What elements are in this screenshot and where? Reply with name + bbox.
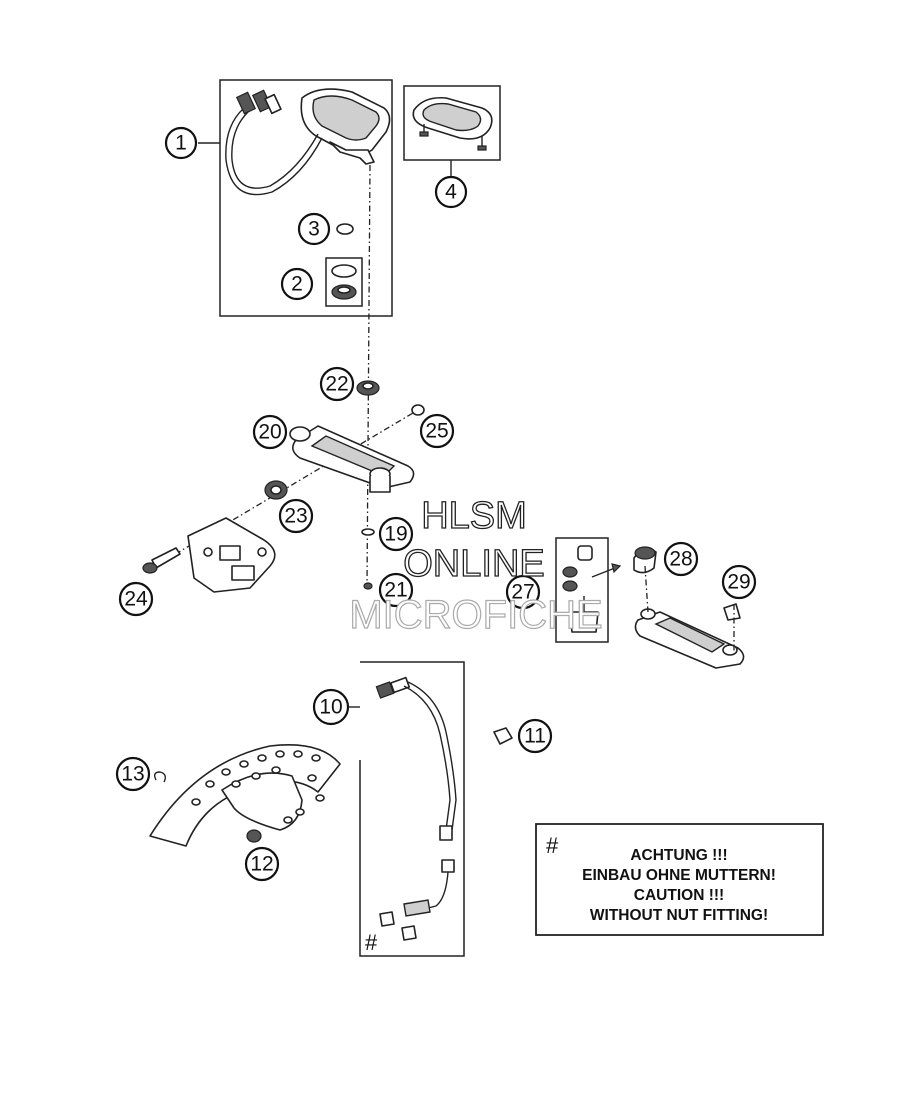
watermark: HLSM ONLINE MICROFICHE xyxy=(349,494,604,637)
callout-28: 28 xyxy=(663,541,699,577)
svg-text:20: 20 xyxy=(258,421,281,444)
svg-text:11: 11 xyxy=(524,725,546,748)
callout-24: 24 xyxy=(118,581,154,617)
nut-21 xyxy=(363,582,373,590)
callout-10: 10 xyxy=(312,688,350,726)
callout-11: 11 xyxy=(517,718,553,754)
svg-text:12: 12 xyxy=(250,853,273,876)
rubber-bush-22 xyxy=(356,380,380,396)
svg-text:21: 21 xyxy=(384,579,407,602)
svg-text:3: 3 xyxy=(308,218,320,241)
svg-text:23: 23 xyxy=(284,505,307,528)
svg-text:24: 24 xyxy=(124,588,148,611)
speedometer-cover xyxy=(412,96,493,151)
cable-group-frame xyxy=(359,661,465,957)
clip-13 xyxy=(153,771,167,783)
caution-note: # ACHTUNG !!! EINBAU OHNE MUTTERN! CAUTI… xyxy=(535,823,824,936)
note-symbol: # xyxy=(546,833,559,858)
callout-21: 21 xyxy=(378,572,414,608)
axis-right-2 xyxy=(644,565,649,613)
svg-text:22: 22 xyxy=(325,373,348,396)
note-line-4: WITHOUT NUT FITTING! xyxy=(590,907,768,924)
nut-11 xyxy=(493,727,513,745)
svg-text:1: 1 xyxy=(175,132,187,155)
svg-text:27: 27 xyxy=(511,581,534,604)
note-line-2: EINBAU OHNE MUTTERN! xyxy=(582,867,776,884)
svg-text:4: 4 xyxy=(445,181,457,204)
callout-29: 29 xyxy=(721,564,757,600)
watermark-line-1: HLSM xyxy=(421,495,527,537)
brake-disc xyxy=(149,744,341,847)
svg-text:29: 29 xyxy=(727,571,750,594)
mount-kit-frame xyxy=(555,537,609,643)
speedometer-bracket xyxy=(289,425,415,493)
callout-19: 19 xyxy=(378,516,414,552)
callout-3: 3 xyxy=(297,212,331,246)
note-line-3: CAUTION !!! xyxy=(634,887,724,904)
callout-22: 22 xyxy=(319,366,355,402)
nut-set xyxy=(325,257,363,307)
callout-25: 25 xyxy=(419,413,455,449)
svg-text:28: 28 xyxy=(669,548,692,571)
bracket-right xyxy=(634,603,745,669)
svg-text:13: 13 xyxy=(121,763,144,786)
callout-23: 23 xyxy=(278,498,314,534)
speedometer-group-frame xyxy=(219,79,393,317)
callout-27: 27 xyxy=(505,574,541,610)
axis-line xyxy=(366,164,371,586)
screw-25 xyxy=(411,404,425,416)
rubber-bush-23 xyxy=(264,480,288,500)
callout-2: 2 xyxy=(280,267,314,301)
watermark-line-3: MICROFICHE xyxy=(349,593,602,637)
leader-lines xyxy=(198,142,452,708)
svg-text:19: 19 xyxy=(384,523,407,546)
callout-4: 4 xyxy=(434,175,468,209)
watermark-line-2: ONLINE xyxy=(403,543,544,585)
mount-kit xyxy=(562,545,599,633)
svg-text:10: 10 xyxy=(319,696,342,719)
cover-group-frame xyxy=(403,85,501,161)
cable-hash-mark: # xyxy=(365,930,378,955)
svg-text:2: 2 xyxy=(291,273,303,296)
callout-1: 1 xyxy=(164,126,198,160)
arrow-head-27 xyxy=(611,563,622,574)
callout-12: 12 xyxy=(244,846,280,882)
speedometer-unit xyxy=(225,88,391,196)
bolt-24 xyxy=(142,547,181,574)
rubber-28 xyxy=(633,546,657,574)
holder-plate xyxy=(187,517,276,593)
nut-12 xyxy=(246,829,262,843)
callout-13: 13 xyxy=(115,756,151,792)
svg-text:25: 25 xyxy=(425,420,448,443)
callout-20: 20 xyxy=(252,414,288,450)
note-line-1: ACHTUNG !!! xyxy=(630,847,727,864)
washer-19 xyxy=(361,528,375,536)
sealing-disc xyxy=(336,223,354,235)
speedometer-cable xyxy=(375,676,457,941)
axis-line-bolt xyxy=(151,409,419,569)
